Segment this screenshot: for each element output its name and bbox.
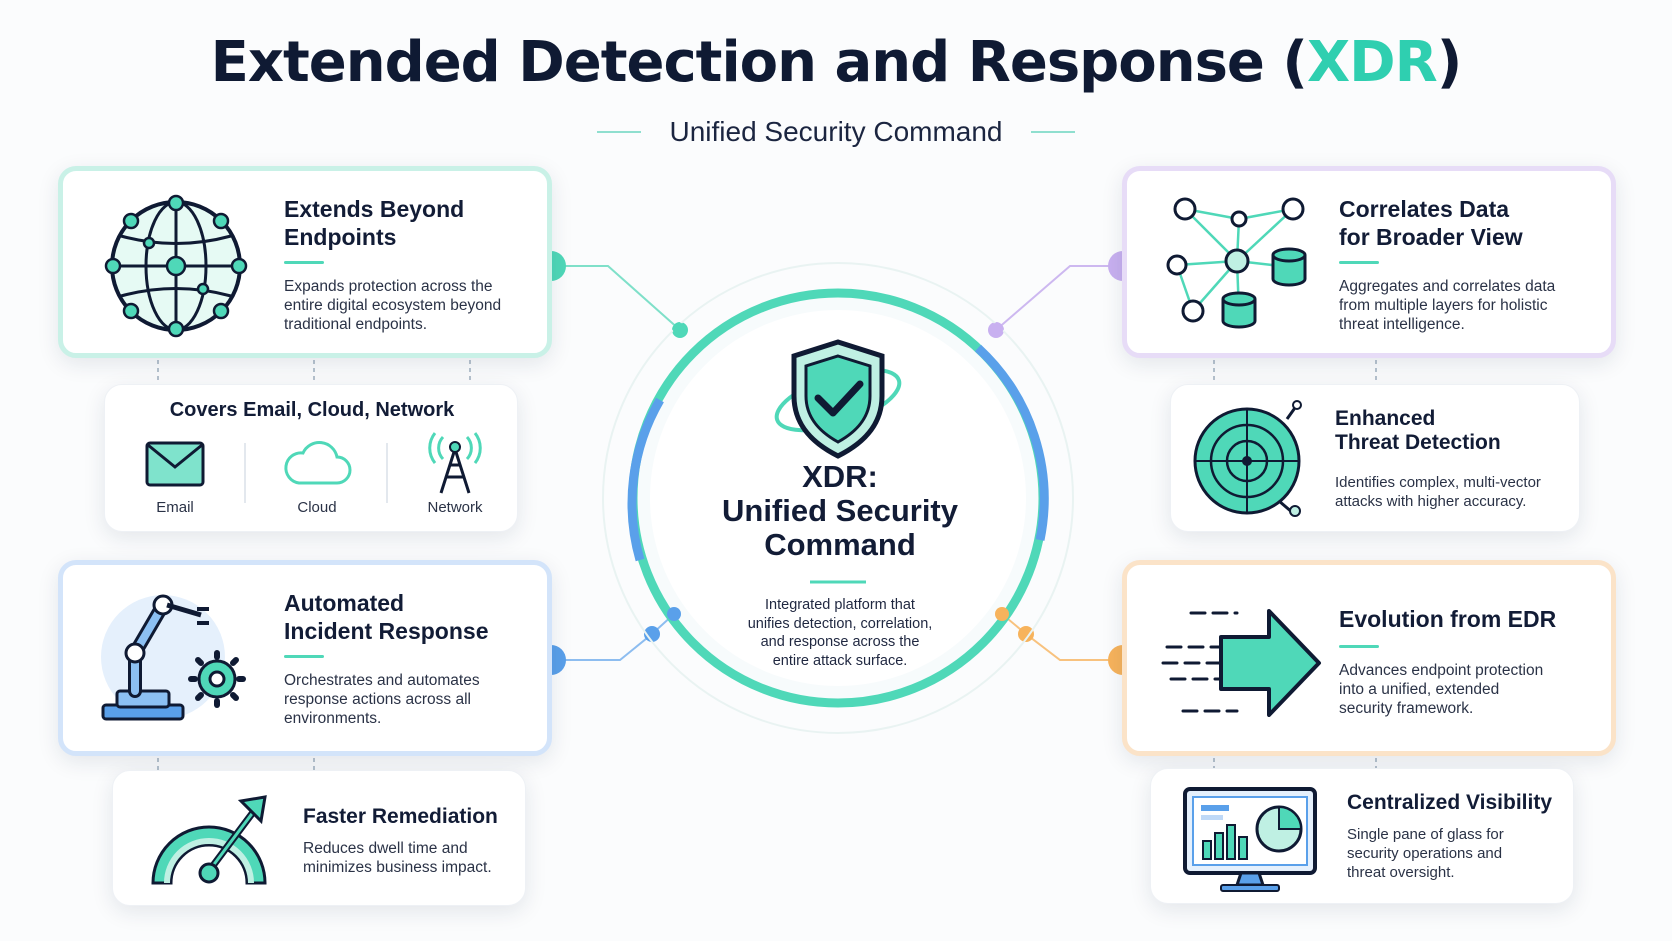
- card-rule: [1339, 645, 1379, 648]
- card-title: Centralized Visibility: [1347, 791, 1553, 814]
- divider: [386, 443, 388, 503]
- page-title: Extended Detection and Response (XDR): [0, 30, 1672, 95]
- card-title: Evolution from EDR: [1339, 606, 1557, 632]
- connector-evolution: [1001, 613, 1123, 661]
- center-title: XDR: Unified Security Command: [722, 459, 958, 562]
- node-graph-database-icon: [1166, 197, 1307, 329]
- center-ring-blue-arc: [974, 344, 1049, 541]
- stack-links: [157, 360, 1377, 770]
- connector-correlates: [995, 265, 1123, 331]
- network-label: Network: [427, 499, 483, 516]
- card-title: Covers Email, Cloud, Network: [169, 399, 455, 421]
- globe-network-icon: [104, 194, 248, 338]
- speedometer-arrow-icon: [151, 795, 267, 885]
- cloud-icon: [284, 441, 352, 485]
- shield-check-icon: [774, 339, 902, 459]
- cloud-label: Cloud: [297, 499, 337, 516]
- card-centralized-visibility: Centralized Visibility Single pane of gl…: [1150, 768, 1574, 904]
- card-rule: [284, 261, 324, 264]
- connector-extends: [551, 265, 681, 331]
- email-label: Email: [156, 499, 194, 516]
- envelope-icon: [145, 441, 205, 487]
- title-main: Extended Detection and Response (: [210, 30, 1308, 95]
- card-covers-email-cloud-network: Covers Email, Cloud, Network Email Cloud…: [104, 384, 518, 532]
- fast-arrow-icon: [1161, 609, 1321, 717]
- subtitle-row: Unified Security Command: [0, 112, 1672, 152]
- connector-joint-evolution: [1018, 626, 1034, 642]
- card-title: Faster Remediation: [303, 805, 498, 828]
- center-description: Integrated platform that unifies detecti…: [747, 597, 933, 669]
- center-halo: [602, 262, 1074, 734]
- divider: [244, 443, 246, 503]
- card-evolution-from-edr: Evolution from EDR Advances endpoint pro…: [1122, 560, 1616, 756]
- center-ring-blue-arc-left: [627, 397, 664, 562]
- subtitle-rule-left: [597, 131, 642, 133]
- title-accent: XDR: [1306, 30, 1438, 95]
- antenna-tower-icon: [428, 432, 482, 494]
- monitor-dashboard-icon: [1183, 787, 1317, 892]
- robot-arm-gear-icon: [101, 594, 246, 721]
- card-rule: [284, 655, 324, 658]
- center-disc: [650, 310, 1026, 686]
- card-rule: [1339, 261, 1379, 264]
- page-subtitle: Unified Security Command: [669, 116, 1003, 147]
- connector-joint-automated: [644, 626, 660, 642]
- radar-icon: [1193, 400, 1302, 517]
- subtitle-rule-right: [1030, 131, 1075, 133]
- title-end: ): [1436, 30, 1463, 95]
- connector-automated: [551, 613, 675, 661]
- card-faster-remediation: Faster Remediation Reduces dwell time an…: [112, 770, 526, 906]
